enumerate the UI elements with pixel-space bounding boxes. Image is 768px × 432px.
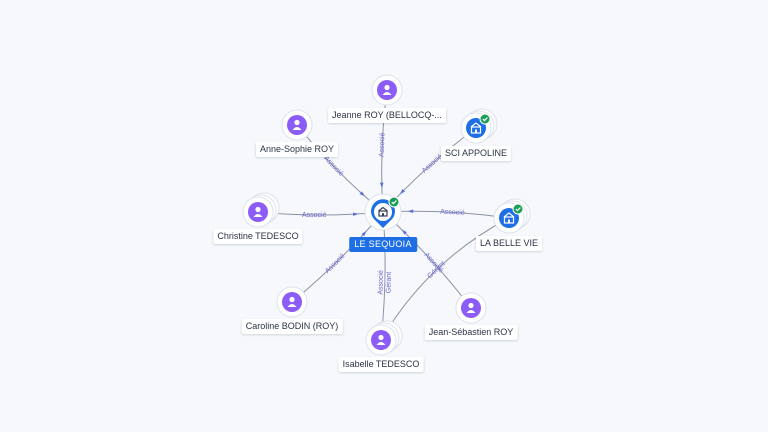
edge-label: Associé bbox=[440, 209, 465, 217]
edge-jeansebastien: Associé bbox=[382, 211, 472, 309]
building-icon bbox=[378, 206, 388, 217]
node-label: Christine TEDESCO bbox=[213, 229, 303, 244]
node-labelle[interactable] bbox=[493, 198, 531, 234]
arrow-icon bbox=[361, 231, 367, 237]
edge-caroline: Associé bbox=[291, 211, 384, 303]
node-anne[interactable] bbox=[281, 109, 313, 141]
edge-label: Associé bbox=[302, 212, 327, 219]
node-label: Jeanne ROY (BELLOCQ-... bbox=[328, 108, 446, 123]
person-icon bbox=[287, 296, 297, 307]
arrow-icon bbox=[401, 229, 407, 235]
node-label: Caroline BODIN (ROY) bbox=[241, 319, 343, 334]
arrow-icon bbox=[407, 209, 414, 213]
building-icon bbox=[470, 122, 482, 134]
building-icon bbox=[503, 212, 515, 224]
center-node[interactable] bbox=[364, 193, 402, 231]
person-icon bbox=[466, 302, 476, 313]
person-icon bbox=[253, 206, 263, 217]
node-christine[interactable] bbox=[242, 192, 280, 228]
check-icon bbox=[388, 196, 400, 208]
person-icon bbox=[292, 119, 302, 130]
person-icon bbox=[382, 84, 392, 95]
edge-label: Gérant bbox=[386, 272, 393, 294]
arrow-icon bbox=[359, 191, 365, 197]
center-label: LE SEQUOIA bbox=[349, 237, 417, 252]
node-jeansebastien[interactable] bbox=[455, 292, 487, 324]
check-icon bbox=[479, 113, 491, 125]
nodes-layer bbox=[242, 74, 531, 356]
node-jeanne[interactable] bbox=[371, 74, 403, 106]
node-label: SCI APPOLINE bbox=[440, 146, 512, 161]
node-label: Isabelle TEDESCO bbox=[338, 357, 424, 372]
edge-label: Associé bbox=[322, 155, 344, 177]
arrow-icon bbox=[379, 182, 384, 189]
arrow-icon bbox=[352, 212, 359, 217]
person-icon bbox=[376, 334, 386, 345]
check-icon bbox=[512, 203, 524, 215]
node-label: Anne-Sophie ROY bbox=[255, 142, 339, 157]
node-caroline[interactable] bbox=[276, 286, 308, 318]
node-isabelle[interactable] bbox=[365, 320, 403, 356]
node-label: Jean-Sébastien ROY bbox=[424, 325, 518, 340]
center-inner bbox=[374, 203, 392, 221]
edge-label: Associé bbox=[324, 253, 346, 275]
edge-label: Associé bbox=[379, 132, 387, 157]
edge-labelle: Associé bbox=[382, 209, 510, 219]
edge-label: Associé bbox=[378, 270, 385, 295]
node-label: LA BELLE VIE bbox=[475, 236, 543, 251]
node-sci[interactable] bbox=[460, 108, 498, 144]
arrow-icon bbox=[400, 189, 406, 195]
